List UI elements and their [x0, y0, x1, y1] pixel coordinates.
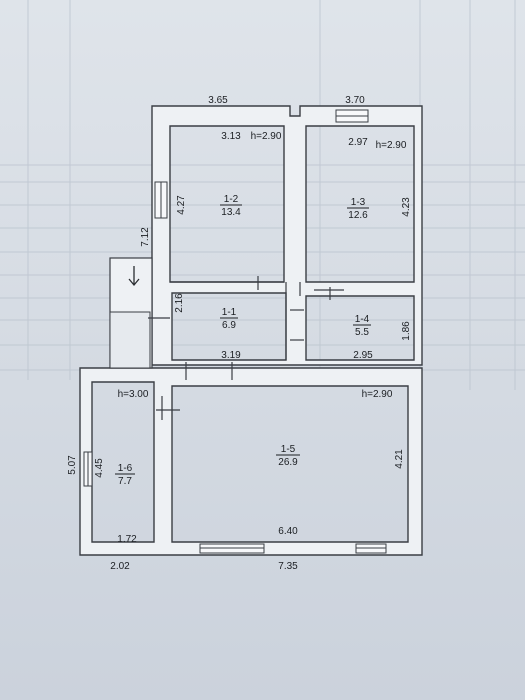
height-room-1-6: h=3.00	[118, 389, 149, 400]
dim-overall-left-bottom: 2.02	[110, 561, 130, 572]
dim-top-left: 3.65	[208, 95, 228, 106]
windows	[83, 109, 387, 554]
entrance-arrow-icon	[128, 266, 140, 287]
room-1-6: 1-6 7.7	[115, 463, 135, 487]
room-area: 5.5	[355, 327, 369, 338]
dimension-labels: 3.65 3.70 3.13 2.97 4.27 4.23 7.12 2.16 …	[67, 95, 412, 572]
room-code: 1-4	[355, 314, 370, 325]
dim-room-1-2-side: 4.27	[176, 195, 187, 215]
room-labels: 1-2 13.4 1-3 12.6 1-1 6.9 1-4 5.5 1-5 26…	[115, 194, 371, 487]
room-1-2: 1-2 13.4	[220, 194, 242, 218]
room-area: 12.6	[348, 210, 368, 221]
room-code: 1-3	[351, 197, 366, 208]
height-room-1-3: h=2.90	[376, 140, 407, 151]
height-room-1-2: h=2.90	[251, 131, 282, 142]
lower-block-walls	[79, 367, 423, 556]
room-1-4: 1-4 5.5	[353, 314, 371, 338]
dim-room-1-6-inner: 4.45	[94, 458, 105, 478]
dim-room-1-5-side: 4.21	[394, 449, 405, 469]
room-area: 6.9	[222, 320, 236, 331]
dim-room-1-4-bottom: 2.95	[353, 350, 373, 361]
dim-room-1-6-bottom: 1.72	[117, 534, 137, 545]
dim-room-1-1-bottom: 3.19	[221, 350, 241, 361]
room-area: 13.4	[221, 207, 241, 218]
partition-details	[148, 276, 344, 420]
dim-room-1-5-bottom: 6.40	[278, 526, 298, 537]
height-room-1-5: h=2.90	[362, 389, 393, 400]
room-1-1: 1-1 6.9	[220, 307, 238, 331]
dim-left-tall: 7.12	[140, 227, 151, 247]
room-area: 26.9	[278, 457, 298, 468]
room-1-3: 1-3 12.6	[347, 197, 369, 221]
room-code: 1-1	[222, 307, 237, 318]
room-area: 7.7	[118, 476, 132, 487]
porch-inner	[109, 311, 151, 369]
dim-room-1-1-side: 2.16	[174, 293, 185, 313]
height-labels: h=2.90 h=2.90 h=3.00 h=2.90	[118, 131, 407, 400]
room-1-5: 1-5 26.9	[276, 444, 300, 468]
dim-room-1-4-side: 1.86	[401, 321, 412, 341]
room-code: 1-5	[281, 444, 296, 455]
dim-room-1-3-side: 4.23	[401, 197, 412, 217]
walls	[79, 105, 423, 556]
dim-overall-bottom: 7.35	[278, 561, 298, 572]
room-code: 1-2	[224, 194, 239, 205]
room-code: 1-6	[118, 463, 133, 474]
dim-room-1-3-top: 2.97	[348, 137, 368, 148]
dim-room-1-6-outer: 5.07	[67, 455, 78, 475]
dim-top-right: 3.70	[345, 95, 365, 106]
dim-room-1-2-top: 3.13	[221, 131, 241, 142]
